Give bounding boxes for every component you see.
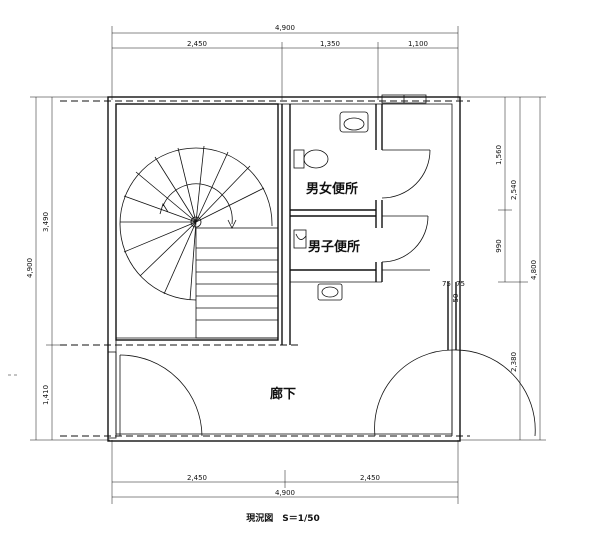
dim-left-total: 4,900 [26, 258, 34, 278]
dim-top-seg-1: 2,450 [187, 40, 207, 48]
left-dimension-lines [30, 96, 110, 441]
room-label-corridor: 廊下 [270, 386, 296, 402]
dim-top-seg-2: 1,350 [320, 40, 340, 48]
dim-left-lower: 1,410 [42, 385, 50, 405]
straight-stair [195, 227, 279, 339]
wash-basin-bottom [317, 283, 343, 301]
center-lines [60, 100, 470, 437]
corridor-door-right [374, 349, 536, 437]
corridor-door-left [107, 351, 203, 439]
dim-inner-2: 75 [456, 280, 465, 288]
dim-top-total: 4,900 [275, 24, 295, 32]
dim-bottom-seg-1: 2,450 [187, 474, 207, 482]
dim-left-upper: 3,490 [42, 212, 50, 232]
dim-inner-3: 50 [452, 294, 460, 303]
dim-right-seg-2: 990 [495, 239, 503, 252]
toilet-walls [281, 104, 457, 350]
dim-right-upper: 2,540 [510, 180, 518, 200]
bottom-dimension-lines [111, 440, 459, 504]
toilet-bowl [293, 149, 329, 169]
dim-right-lower: 2,380 [510, 352, 518, 372]
top-dimension-lines [111, 26, 459, 100]
wash-basin-top [339, 111, 369, 133]
dim-right-total: 4,800 [530, 260, 538, 280]
dim-bottom-seg-2: 2,450 [360, 474, 380, 482]
room-label-mens-toilet: 男子便所 [308, 239, 360, 255]
drawing-caption: 現況図 S＝1/50 [246, 512, 320, 524]
dim-top-seg-3: 1,100 [408, 40, 428, 48]
room-label-unisex-toilet: 男女便所 [306, 181, 358, 197]
margin-marks [8, 344, 272, 376]
dim-bottom-total: 4,900 [275, 489, 295, 497]
window [381, 94, 427, 104]
dim-right-seg-1: 1,560 [495, 145, 503, 165]
urinal [293, 229, 307, 249]
toilet-doors [381, 149, 431, 271]
dim-inner-1: 75 [442, 280, 451, 288]
